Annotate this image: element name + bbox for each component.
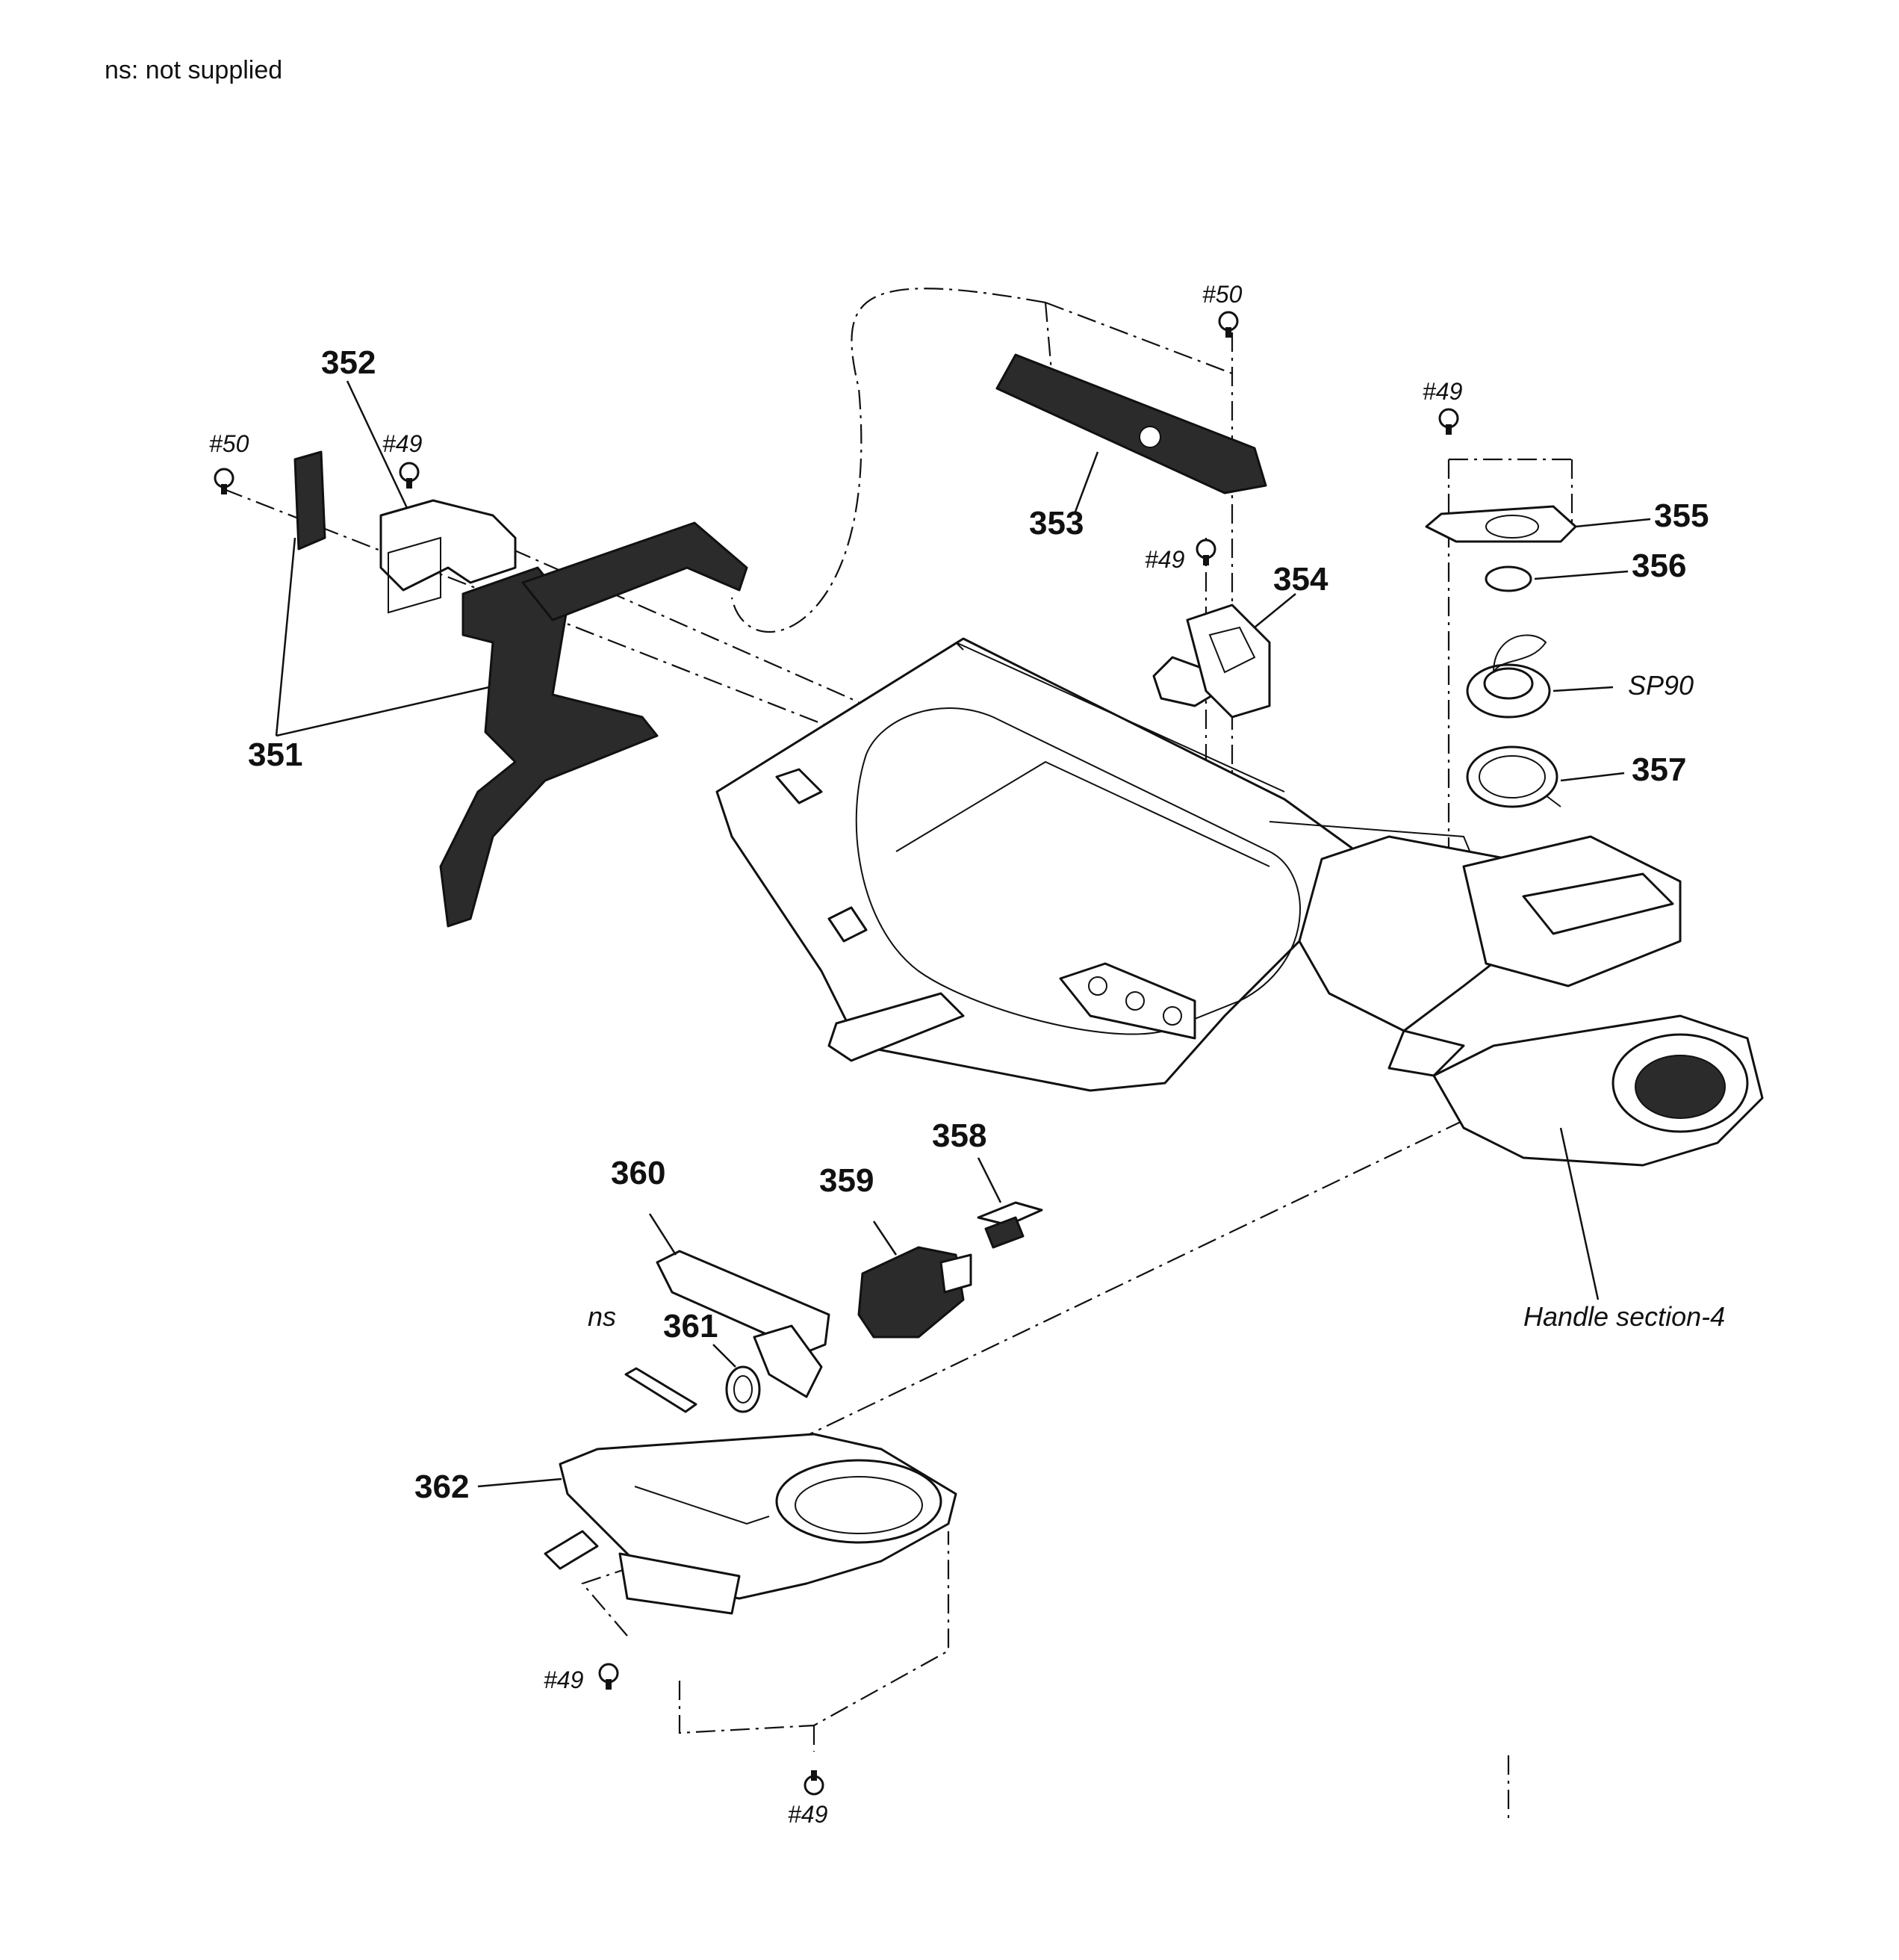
label-354: 354 <box>1273 561 1328 598</box>
label-355: 355 <box>1654 497 1709 534</box>
part-357-ring <box>1466 745 1561 808</box>
leader-lines <box>275 380 1651 1488</box>
screw-50-left-icon <box>214 468 234 494</box>
part-351-flat-cable <box>439 521 748 928</box>
label-screw-50-top: #50 <box>1202 281 1243 308</box>
part-ns-pin <box>624 1367 697 1413</box>
label-361: 361 <box>663 1308 718 1345</box>
part-sp90-speaker <box>1466 634 1551 719</box>
part-361-ring <box>725 1365 761 1413</box>
label-handle-section: Handle section-4 <box>1523 1301 1725 1332</box>
screws <box>214 311 1459 1796</box>
screw-49-left-icon <box>399 462 420 489</box>
label-screw-50-left: #50 <box>209 430 249 457</box>
label-356: 356 <box>1632 548 1686 584</box>
label-360: 360 <box>611 1155 665 1191</box>
part-352-bracket <box>293 450 517 614</box>
screw-49-bottom-icon <box>804 1770 824 1796</box>
label-ns: ns <box>588 1301 616 1332</box>
part-353-cover-plate <box>995 353 1267 494</box>
part-358-clip <box>977 1201 1043 1249</box>
part-355-plate <box>1425 505 1577 543</box>
label-screw-49-left: #49 <box>382 430 423 457</box>
screw-49-mid-icon <box>1196 539 1216 565</box>
screw-49-bottom-left-icon <box>598 1663 619 1690</box>
label-358: 358 <box>932 1117 986 1154</box>
part-356-disc <box>1485 565 1532 592</box>
handle-main-body <box>715 637 1502 1092</box>
part-360-bracket <box>656 1250 830 1398</box>
part-362-bottom-housing <box>544 1433 957 1615</box>
screw-50-top-icon <box>1218 311 1239 338</box>
label-screw-49-mid: #49 <box>1145 546 1185 573</box>
handle-rear-assembly <box>1298 835 1764 1167</box>
label-352: 352 <box>321 344 376 381</box>
label-sp90: SP90 <box>1628 670 1694 701</box>
not-supplied-note: ns: not supplied <box>105 56 283 84</box>
label-351: 351 <box>248 736 302 773</box>
screw-49-right-icon <box>1438 408 1459 435</box>
label-353: 353 <box>1029 505 1084 542</box>
label-screw-49-right: #49 <box>1423 378 1463 405</box>
label-screw-49-bottom: #49 <box>788 1801 828 1828</box>
part-354-bracket <box>1152 604 1271 719</box>
label-359: 359 <box>819 1162 874 1199</box>
label-357: 357 <box>1632 751 1686 788</box>
part-359-switch-block <box>857 1246 972 1339</box>
label-screw-49-bottom-left: #49 <box>544 1666 584 1693</box>
labels: 352 351 353 354 355 356 SP90 357 358 359… <box>209 281 1725 1828</box>
label-362: 362 <box>414 1469 469 1505</box>
